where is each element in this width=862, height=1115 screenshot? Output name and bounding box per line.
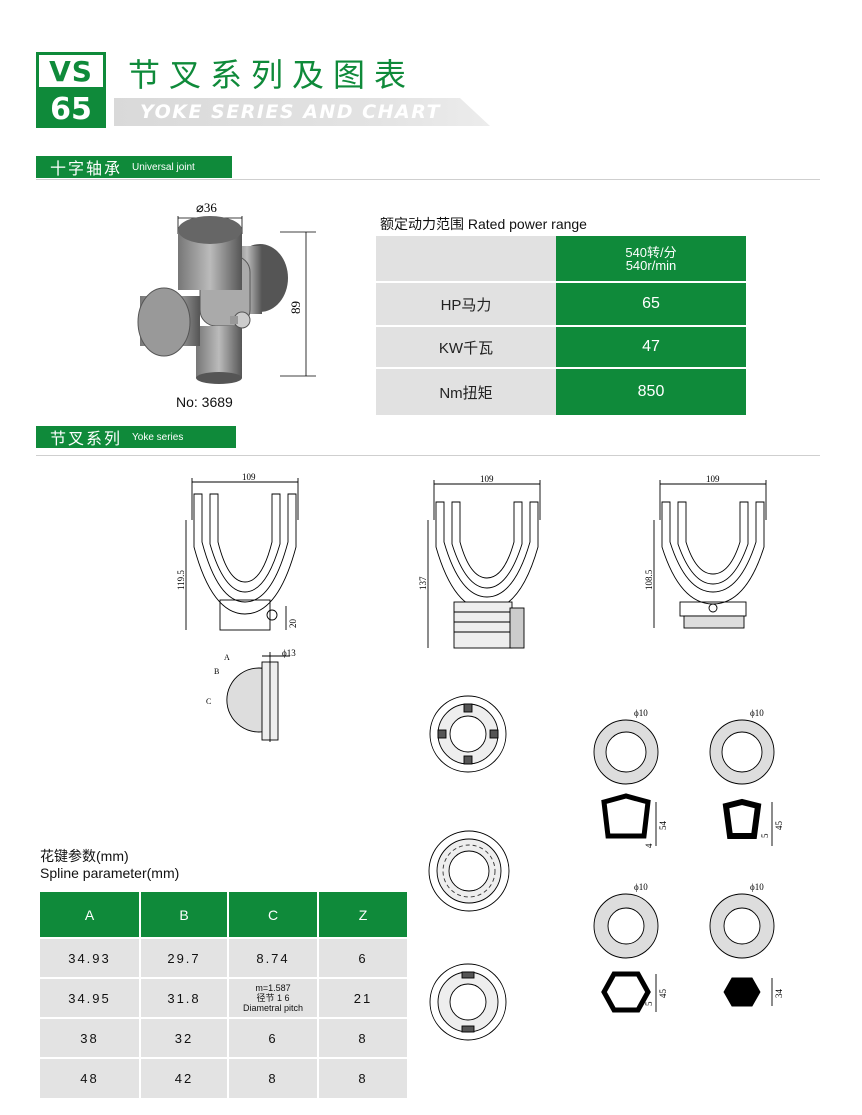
- yoke1-boss: 20: [288, 619, 298, 629]
- pitch-module: m=1.587: [255, 983, 291, 993]
- spline-circle-1: [429, 695, 507, 773]
- spline-cell: 8: [318, 1057, 407, 1098]
- spline-cell: 6: [318, 937, 407, 978]
- section-title-en: Yoke series: [132, 431, 184, 443]
- power-table-head: 540转/分 540r/min: [376, 236, 746, 283]
- yoke1-height: 119.5: [176, 570, 186, 590]
- spline-header-z: Z: [318, 892, 407, 938]
- speed-cn: 540转/分: [625, 244, 677, 260]
- section-title-cn: 十字轴承: [50, 159, 123, 178]
- profile1-h: 54: [658, 821, 668, 831]
- power-value: 47: [556, 326, 746, 369]
- spline-cell: 38: [40, 1017, 141, 1058]
- yoke3-height: 108.5: [644, 569, 654, 590]
- spline-title: 花键参数(mm) Spline parameter(mm): [40, 848, 179, 882]
- profile-hexagon-1: ϕ10 45 5: [593, 882, 668, 1013]
- dim-height: 89: [288, 301, 303, 314]
- power-value: 65: [556, 282, 746, 327]
- spline-cell: 6: [228, 1017, 319, 1058]
- spline-row: 38 32 6 8: [40, 1017, 407, 1058]
- power-table: 540转/分 540r/min HP马力 65 KW千瓦 47 Nm扭矩 850: [376, 236, 746, 417]
- yoke1-detail-drawing: ϕ13 A B C: [206, 648, 296, 742]
- dim-diameter: ⌀36: [196, 200, 217, 215]
- spline-row: 34.95 31.8 m=1.587 径节 1 6 Diametral pitc…: [40, 977, 407, 1018]
- section-yoke-series: 节叉系列 Yoke series: [36, 426, 236, 448]
- spline-header-c: C: [228, 892, 319, 938]
- yoke1-c: C: [206, 697, 211, 706]
- part-number: No: 3689: [176, 394, 233, 410]
- spline-cell: 34.95: [40, 977, 141, 1018]
- power-label: HP马力: [376, 282, 556, 327]
- spline-header-b: B: [140, 892, 229, 938]
- pitch-en: Diametral pitch: [242, 1003, 304, 1013]
- page-title-en: YOKE SERIES AND CHART: [140, 101, 441, 123]
- yoke1-width: 109: [242, 472, 256, 482]
- yoke2-height: 137: [418, 576, 428, 590]
- yoke2-width: 109: [480, 474, 494, 484]
- spline-row: 48 42 8 8: [40, 1057, 407, 1098]
- profile2-h: 45: [774, 821, 784, 831]
- yoke-drawing-3: 109 108.5: [644, 474, 767, 629]
- spline-header-a: A: [40, 892, 141, 938]
- spline-cell: 34.93: [40, 937, 141, 978]
- profile-triangle-1: ϕ10 54 4: [593, 708, 668, 848]
- profile1-t: 4: [644, 843, 654, 848]
- power-value: 850: [556, 368, 746, 417]
- yoke3-width: 109: [706, 474, 720, 484]
- power-head-blank: [376, 236, 556, 283]
- page-title-cn: 节叉系列及图表: [128, 56, 416, 94]
- power-row: HP马力 65: [376, 282, 746, 327]
- spline-table: A B C Z 34.93 29.7 8.74 6 34.95 31.8 m=1…: [40, 892, 407, 1098]
- profile2-dia: ϕ10: [750, 708, 764, 718]
- spline-cell: 8: [318, 1017, 407, 1058]
- spline-cell: 8: [228, 1057, 319, 1098]
- profile-triangle-2: ϕ10 45 5: [709, 708, 784, 846]
- spline-cell: 8.74: [228, 937, 319, 978]
- spline-cell: 31.8: [140, 977, 229, 1018]
- title-band: [114, 98, 490, 126]
- yoke1-pin: ϕ13: [282, 648, 296, 658]
- spline-title-cn: 花键参数(mm): [40, 848, 129, 864]
- power-row: Nm扭矩 850: [376, 368, 746, 417]
- spline-cell: 48: [40, 1057, 141, 1098]
- power-range-title: 额定动力范围 Rated power range: [380, 216, 587, 232]
- power-row: KW千瓦 47: [376, 326, 746, 369]
- profile-hexagon-2: ϕ10 34: [709, 882, 784, 1007]
- yoke1-a: A: [224, 653, 230, 662]
- section-divider: [36, 179, 820, 180]
- profile4-dia: ϕ10: [750, 882, 764, 892]
- profile3-dia: ϕ10: [634, 882, 648, 892]
- yoke-drawing-1: 109 119.5 20: [176, 472, 299, 631]
- spline-cell: 21: [318, 977, 407, 1018]
- series-badge-bottom: 65: [36, 90, 106, 128]
- profile1-dia: ϕ10: [634, 708, 648, 718]
- speed-en: 540r/min: [625, 257, 677, 273]
- spline-circle-2: [428, 830, 510, 912]
- power-label: KW千瓦: [376, 326, 556, 369]
- section-title-en: Universal joint: [132, 161, 195, 173]
- power-head-speed: 540转/分 540r/min: [556, 236, 746, 283]
- spline-cell: 29.7: [140, 937, 229, 978]
- power-label: Nm扭矩: [376, 368, 556, 417]
- spline-cell: 32: [140, 1017, 229, 1058]
- spline-title-en: Spline parameter(mm): [40, 865, 180, 881]
- profile3-h: 45: [658, 989, 668, 999]
- yoke-drawing-2: 109 137: [418, 474, 541, 649]
- universal-joint-drawing: ⌀36 89: [137, 200, 316, 384]
- yoke1-b: B: [214, 667, 219, 676]
- spline-cell: 42: [140, 1057, 229, 1098]
- profile2-t: 5: [760, 833, 770, 838]
- section-divider: [36, 455, 820, 456]
- profile4-h: 34: [774, 989, 784, 999]
- spline-header-row: A B C Z: [40, 892, 407, 938]
- spline-cell-pitch: m=1.587 径节 1 6 Diametral pitch: [228, 977, 319, 1018]
- section-universal-joint: 十字轴承 Universal joint: [36, 156, 232, 178]
- series-badge-top: VS: [36, 52, 106, 90]
- spline-row: 34.93 29.7 8.74 6: [40, 937, 407, 978]
- section-title-cn: 节叉系列: [50, 429, 123, 448]
- profile3-t: 5: [644, 1001, 654, 1006]
- spline-circle-3: [429, 963, 507, 1041]
- pitch-cn: 径节 1 6: [256, 993, 290, 1003]
